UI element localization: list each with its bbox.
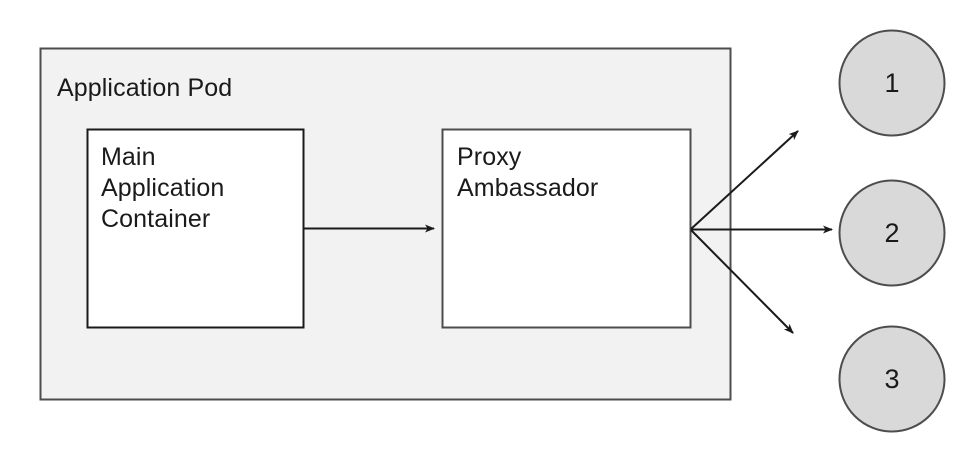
- proxy-to-endpoint-1-arrow: [690, 130, 799, 230]
- main-application-container-box: [86, 128, 305, 329]
- endpoint-circle-2: [838, 179, 946, 287]
- endpoint-circle-1: [838, 29, 946, 137]
- proxy-ambassador-container-box: [441, 128, 692, 329]
- proxy-to-endpoint-3-arrow: [690, 229, 794, 334]
- endpoint-circle-3: [838, 325, 946, 433]
